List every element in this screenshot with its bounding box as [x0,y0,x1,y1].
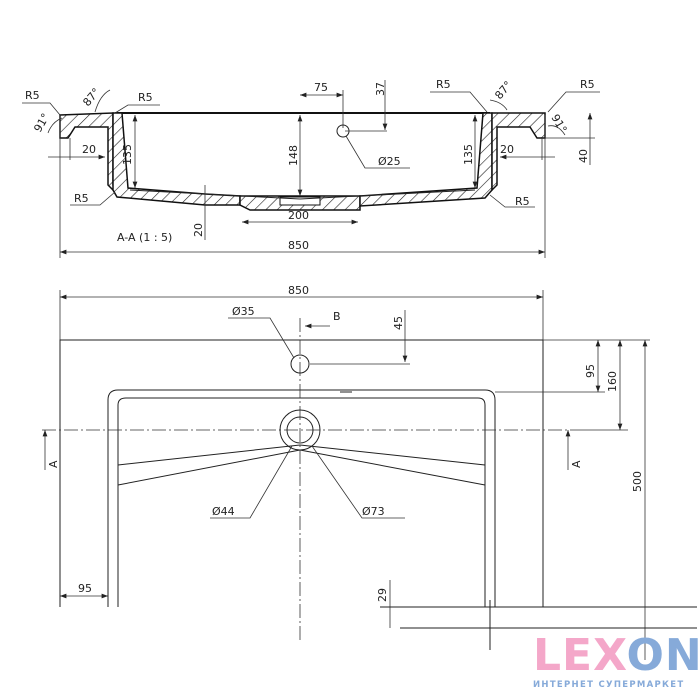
slope-line [299,449,486,486]
slope-line [299,444,486,466]
label-dim-135-right: 135 [462,144,475,165]
logo-tagline: ИНТЕРНЕТ СУПЕРМАРКЕТ [533,680,685,690]
label-angle-87: 87° [80,86,102,109]
label-dim-45: 45 [392,316,405,330]
angle-arc [489,99,508,111]
logo-part-2: ON [626,630,700,681]
label-dia-35: Ø35 [232,305,255,318]
leader [489,194,535,208]
label-dim-200: 200 [288,209,309,222]
label-dim-850-plan: 850 [288,284,309,297]
dia-44-leader [210,445,293,519]
label-dim-20-bottom: 20 [192,223,205,237]
label-dim-37: 37 [374,82,387,96]
label-dim-75: 75 [314,81,328,94]
bowl-floor-line [299,189,476,200]
label-dia-73: Ø73 [362,505,385,518]
label-dim-40: 40 [577,149,590,163]
lexon-logo: LEXON ИНТЕРНЕТ СУПЕРМАРКЕТ [533,634,700,691]
drain-inner-circle [286,416,314,444]
label-section-a: A [570,460,583,468]
label-dim-29: 29 [376,588,389,602]
label-angle-91: 91° [548,112,569,135]
label-r5: R5 [436,78,451,91]
label-r5: R5 [580,78,595,91]
label-angle-87: 87° [492,79,514,102]
section-view: R5 87° R5 91° 20 135 148 75 37 Ø25 135 R… [22,78,600,258]
label-dim-20-right: 20 [500,143,514,156]
section-title: A-A (1 : 5) [117,231,172,244]
drain-outer-circle [279,409,321,451]
label-dia-25: Ø25 [378,155,401,168]
label-dim-500: 500 [631,471,644,492]
leader [22,102,61,116]
plan-view: A A 850 Ø35 B 45 95 160 500 Ø44 Ø73 95 2… [42,284,697,660]
angle-arc [94,89,111,113]
label-dim-135: 135 [121,144,134,165]
label-r5: R5 [515,195,530,208]
label-dim-148: 148 [287,145,300,166]
label-dia-44: Ø44 [212,505,235,518]
label-dim-160: 160 [606,371,619,392]
dia-25-leader [345,135,410,169]
bowl-floor-line [129,189,301,200]
slope-line [117,449,301,486]
dia-73-leader [311,445,405,519]
countertop-outline [59,339,544,607]
slope-line [117,444,301,466]
label-r5: R5 [138,91,153,104]
label-section-a: A [47,460,60,468]
bowl-inner-outline [117,397,486,607]
tap-hole [290,354,310,374]
bowl-outer-outline [107,389,496,607]
angle-arc [547,125,566,136]
label-dim-95: 95 [584,364,597,378]
leader [430,91,488,113]
leader [114,104,160,114]
angle-arc [47,117,63,134]
label-r5: R5 [25,89,40,102]
leader [547,91,600,113]
label-dim-95-left: 95 [78,582,92,595]
label-view-b: B [333,310,341,323]
label-r5: R5 [74,192,89,205]
leader [70,191,116,206]
label-dim-20: 20 [82,143,96,156]
logo-wordmark: LEXON [533,634,700,678]
drain-opening [279,196,321,206]
label-dim-850: 850 [288,239,309,252]
logo-part-1: LEX [533,630,627,681]
dia-35-leader [228,317,295,359]
